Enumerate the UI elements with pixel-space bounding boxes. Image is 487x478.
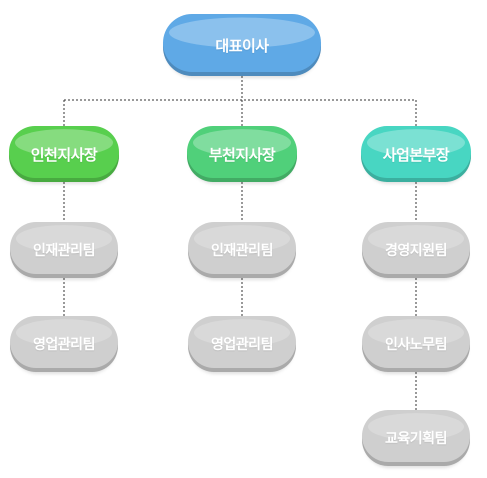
team-node-1-1 <box>188 316 296 374</box>
nodes-layer <box>9 14 471 468</box>
team-node-2-2 <box>362 410 470 468</box>
team-node-0-0-label: 인재관리팀 <box>33 243 95 259</box>
branch-node-2-label: 사업본부장 <box>382 145 450 164</box>
team-node-1-0 <box>188 222 296 280</box>
team-node-0-1-label: 영업관리팀 <box>33 337 95 353</box>
team-node-2-1-label: 인사노무팀 <box>385 337 447 353</box>
team-node-0-0 <box>10 222 118 280</box>
team-node-2-1 <box>362 316 470 374</box>
team-node-2-0-label: 경영지원팀 <box>385 243 447 259</box>
team-node-2-0 <box>362 222 470 280</box>
branch-node-2 <box>361 126 471 184</box>
branch-node-1-label: 부천지사장 <box>208 145 276 164</box>
team-node-0-1 <box>10 316 118 374</box>
branch-node-0-label: 인천지사장 <box>30 145 98 164</box>
branch-node-1 <box>187 126 297 184</box>
team-node-1-1-label: 영업관리팀 <box>211 337 273 353</box>
team-node-2-2-label: 교육기획팀 <box>385 431 447 447</box>
ceo-node <box>163 14 321 78</box>
connector-lines <box>63 76 417 410</box>
team-node-1-0-label: 인재관리팀 <box>211 243 273 259</box>
ceo-node-label: 대표이사 <box>215 36 269 55</box>
branch-node-0 <box>9 126 119 184</box>
